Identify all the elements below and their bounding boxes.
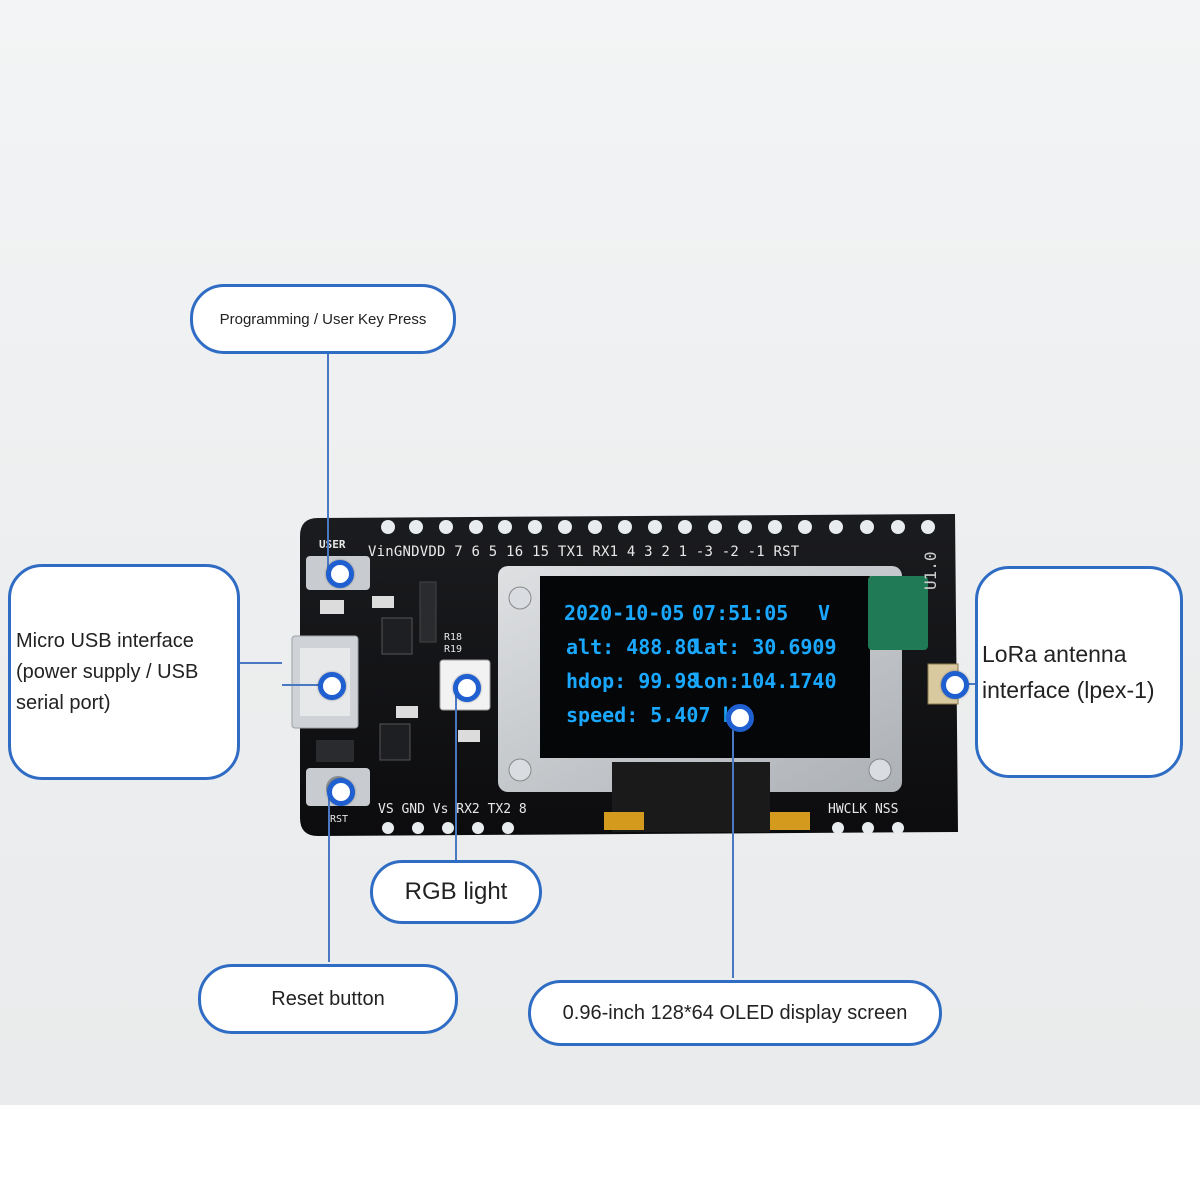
label-oled-display: 0.96-inch 128*64 OLED display screen [562,1001,908,1024]
callout-lora-antenna: LoRa antenna interface (lpex-1) [975,566,1183,778]
diagram-background: VinGNDVDD 7 6 5 16 15 TX1 RX1 4 3 2 1 -3… [0,0,1200,1105]
callout-oled-display: 0.96-inch 128*64 OLED display screen [528,980,942,1046]
bottom-header-pins [382,822,904,834]
lora-module [868,576,928,650]
label-micro-usb: Micro USB interface (power supply / USB … [16,629,199,714]
oled-alt: alt: 488.80 [566,635,698,659]
oled-screen: 2020-10-05 07:51:05 V alt: 488.80 lat: 3… [564,601,837,727]
oled-lon: lon:104.1740 [692,669,837,693]
top-header-pins [381,520,935,534]
marker-oled [726,704,754,732]
marker-micro-usb [318,672,346,700]
bottom-pin-labels: VS GND Vs RX2 TX2 8 [378,802,527,817]
bottom-pin-labels-right: HWCLK NSS [828,802,898,817]
leader-line-usb-2 [282,684,330,686]
leader-line-reset [328,792,330,962]
label-rgb-light: RGB light [404,878,508,905]
callout-micro-usb: Micro USB interface (power supply / USB … [8,564,240,780]
label-programming-key: Programming / User Key Press [219,310,427,328]
leader-line-oled [732,716,734,978]
user-silkscreen: USER [319,538,346,551]
callout-reset-button: Reset button [198,964,458,1034]
oled-date: 2020-10-05 [564,601,684,625]
oled-speed: speed: 5.407 km [566,703,747,727]
marker-rgb-light [453,674,481,702]
label-reset-button: Reset button [271,987,385,1010]
leader-line-usb [240,662,282,664]
leader-line-programming [327,350,329,574]
label-lora-antenna: LoRa antenna interface (lpex-1) [982,641,1155,703]
oled-hdop: hdop: 99.98 [566,669,698,693]
top-pin-labels: VinGNDVDD 7 6 5 16 15 TX1 RX1 4 3 2 1 -3… [368,544,800,560]
leader-line-rgb [455,686,457,860]
marker-reset-button [327,778,355,806]
version-silkscreen: U1.0 [921,551,940,590]
r-label-1: R18 [444,632,462,643]
callout-rgb-light: RGB light [370,860,542,924]
marker-lora-antenna [941,671,969,699]
marker-user-button [326,560,354,588]
oled-lat: lat: 30.6909 [692,635,837,659]
r-label-2: R19 [444,644,462,655]
board-image: VinGNDVDD 7 6 5 16 15 TX1 RX1 4 3 2 1 -3… [291,514,959,836]
rst-silkscreen: RST [330,814,348,825]
oled-time: 07:51:05 [692,601,788,625]
callout-programming-key: Programming / User Key Press [190,284,456,354]
oled-flag: V [818,601,830,625]
